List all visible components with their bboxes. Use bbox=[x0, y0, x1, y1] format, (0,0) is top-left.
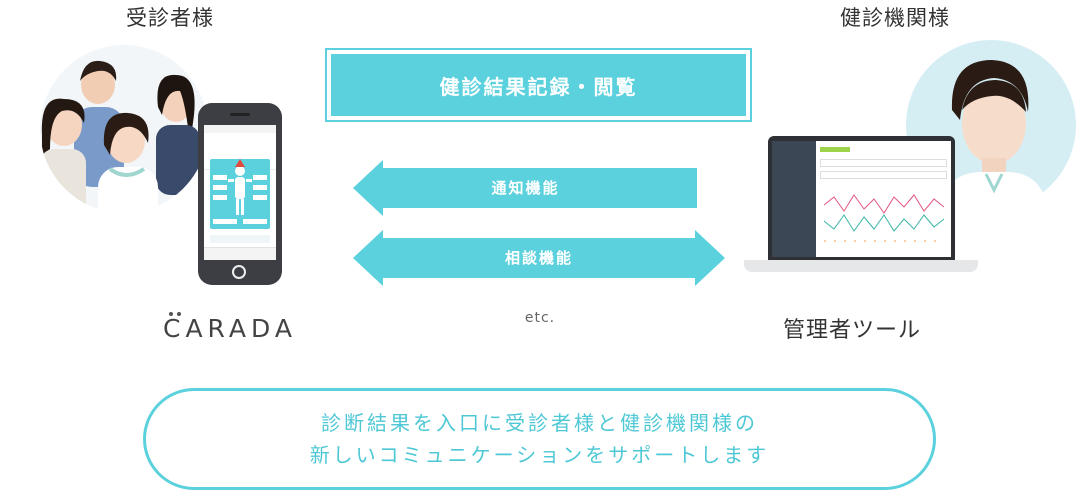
laptop-mockup bbox=[768, 136, 955, 260]
records-view-label: 健診結果記録・閲覧 bbox=[439, 74, 638, 99]
message-box: 診断結果を入口に受診者様と健診機関様の 新しいコミュニケーションをサポートします bbox=[143, 388, 936, 490]
message-line-2: 新しいコミュニケーションをサポートします bbox=[309, 443, 770, 467]
consult-arrow: 相談機能 bbox=[353, 230, 725, 286]
phone-speaker bbox=[230, 113, 250, 116]
institution-label: 健診機関様 bbox=[840, 6, 950, 30]
carada-logo-text: CARADA bbox=[163, 314, 297, 343]
admin-tool-label: 管理者ツール bbox=[783, 318, 922, 343]
admin-chart bbox=[823, 194, 945, 242]
laptop-base bbox=[744, 260, 978, 272]
admin-tool-screen bbox=[772, 141, 951, 257]
phone-home-button bbox=[232, 265, 246, 279]
phone-screen bbox=[204, 125, 276, 260]
family-photo bbox=[40, 45, 208, 213]
doctor-photo bbox=[906, 40, 1076, 210]
admin-sidebar bbox=[772, 141, 816, 257]
etc-label: etc. bbox=[524, 310, 556, 326]
records-view-box: 健診結果記録・閲覧 bbox=[325, 48, 752, 122]
smartphone-mockup bbox=[198, 103, 282, 285]
patients-label: 受診者様 bbox=[126, 6, 214, 30]
notify-arrow: 通知機能 bbox=[353, 160, 698, 216]
message-line-1: 診断結果を入口に受診者様と健診機関様の bbox=[321, 411, 758, 435]
carada-logo: CARADA bbox=[163, 312, 297, 343]
notify-label: 通知機能 bbox=[491, 179, 560, 197]
phone-body-map bbox=[210, 159, 270, 229]
consult-label: 相談機能 bbox=[504, 249, 573, 267]
